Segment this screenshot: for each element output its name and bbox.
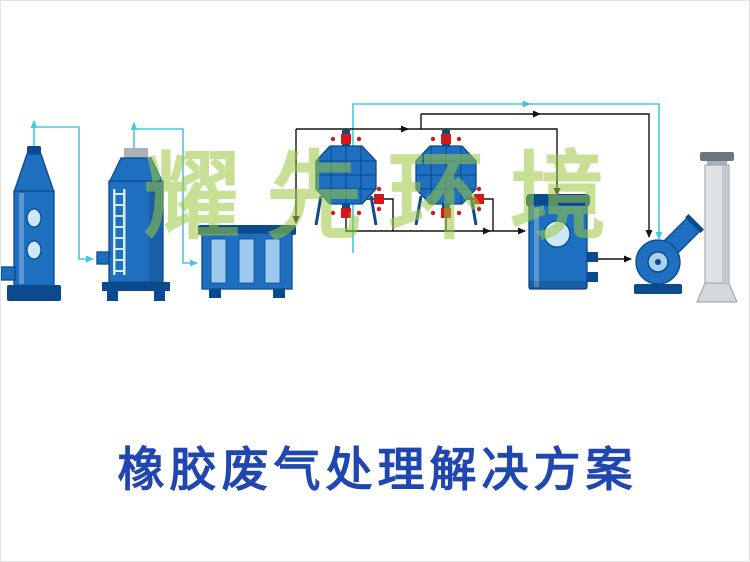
valve-icon: [430, 208, 462, 218]
porthole-icon: [26, 208, 42, 228]
ladder-icon: [113, 189, 126, 275]
valve-icon: [330, 134, 362, 144]
valve-icon: [374, 186, 384, 212]
black-flow-lines: [292, 110, 653, 263]
centrifugal-fan-icon: [634, 214, 704, 294]
page-title: 橡胶废气处理解决方案: [117, 443, 638, 498]
packed-scrubber-tower-icon: [96, 148, 170, 301]
chimney-icon: [696, 152, 738, 303]
porthole-icon: [543, 220, 571, 248]
porthole-icon: [26, 240, 42, 260]
valve-icon: [330, 208, 362, 218]
valve-icon: [474, 186, 484, 212]
settling-tank-icon: [526, 194, 598, 290]
valve-icon: [430, 134, 462, 144]
spray-tower-icon: [1, 146, 61, 301]
uv-photolysis-box-icon: [198, 225, 296, 298]
